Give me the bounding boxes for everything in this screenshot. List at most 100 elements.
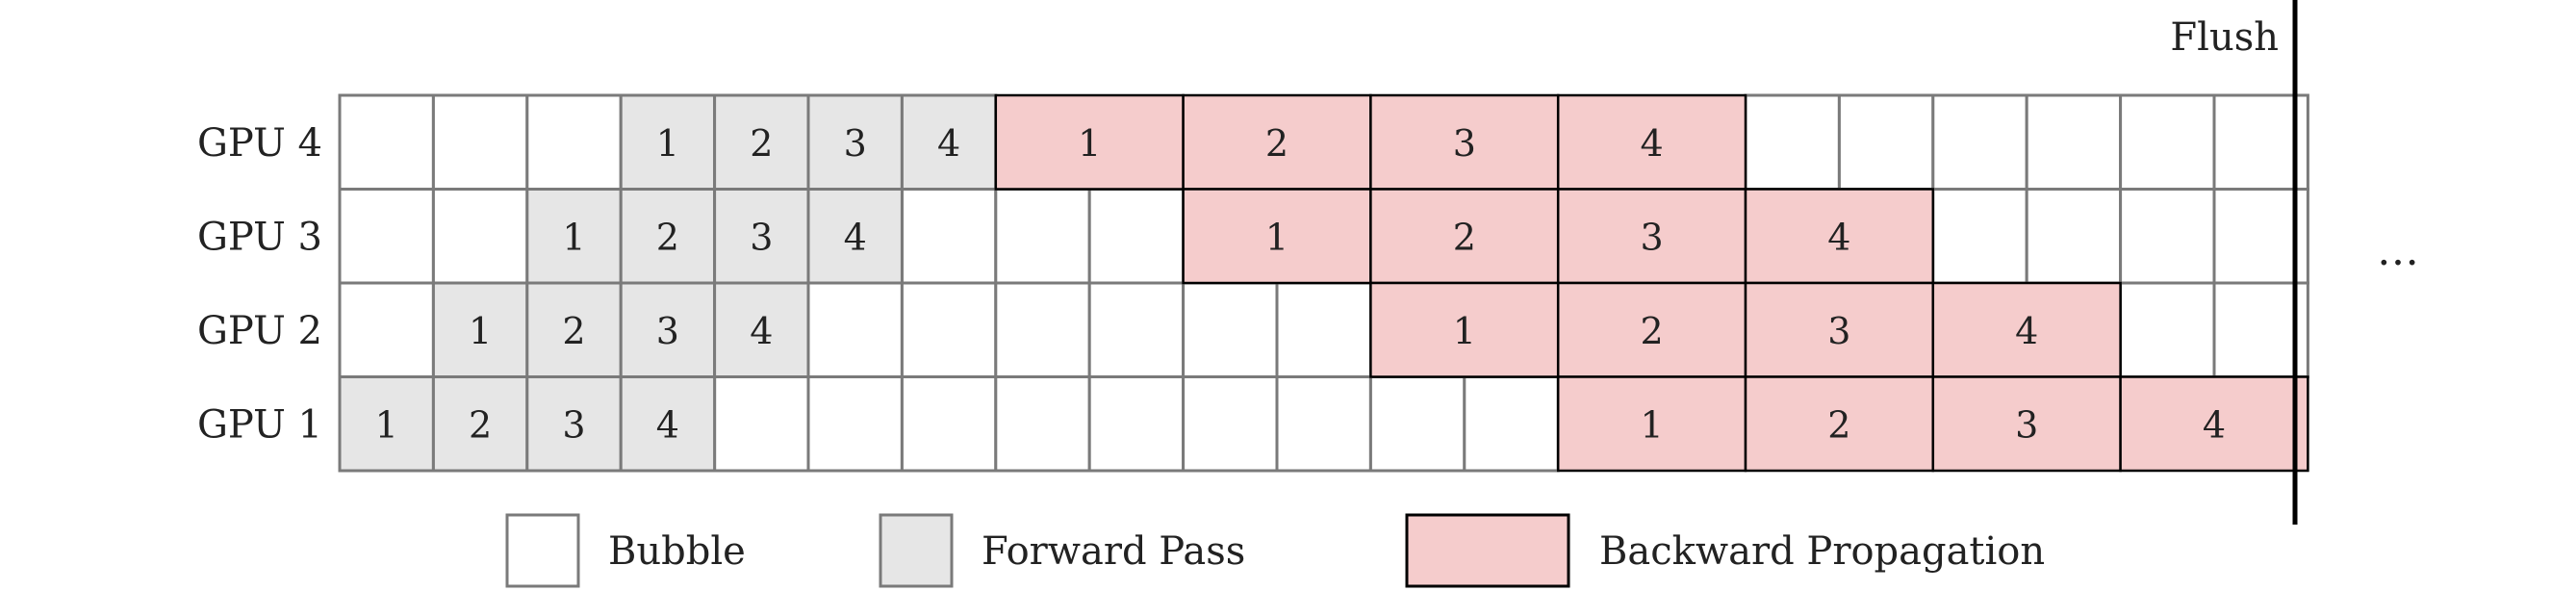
forward-cell — [619, 281, 717, 378]
legend-label-forward: Forward Pass — [982, 529, 1245, 574]
legend-swatch-forward — [879, 513, 954, 588]
bubble-cell — [431, 188, 529, 285]
bubble-cell — [1182, 375, 1279, 473]
legend-label-bubble: Bubble — [608, 529, 746, 574]
forward-cell-label: 2 — [562, 310, 585, 352]
forward-cell-label: 2 — [656, 216, 679, 258]
row-label-gpu-1: GPU 1 — [197, 402, 322, 447]
forward-cell-label: 3 — [562, 403, 585, 446]
flush-label: Flush — [2170, 15, 2279, 60]
bubble-cell — [713, 375, 810, 473]
backward-cell — [1931, 281, 2122, 378]
bubble-cell — [1275, 281, 1372, 378]
backward-cell — [1931, 375, 2122, 473]
backward-cell-label: 1 — [1453, 310, 1476, 352]
forward-cell — [619, 375, 717, 473]
backward-cell-label: 2 — [1641, 310, 1664, 352]
schedule-grid: 1 2 3 4 1 2 3 4 1 2 3 4 1 2 3 4 1 2 3 4 1 2 3 4 1 2 3 4 1 2 3 4 — [338, 93, 2309, 473]
backward-cell-label: 1 — [1265, 216, 1288, 258]
bubble-cell — [2212, 188, 2309, 285]
backward-cell-label: 3 — [1453, 122, 1476, 165]
bubble-cell — [2119, 93, 2216, 191]
forward-cell-label: 1 — [375, 403, 398, 446]
backward-cell-label: 1 — [1078, 122, 1101, 165]
forward-cell-label: 1 — [469, 310, 492, 352]
bubble-cell — [1182, 281, 1279, 378]
backward-cell-label: 2 — [1827, 403, 1850, 446]
bubble-cell — [1837, 93, 1935, 191]
bubble-cell — [1087, 281, 1186, 378]
bubble-cell — [431, 93, 529, 191]
bubble-cell — [1087, 375, 1186, 473]
forward-cell-label: 4 — [937, 122, 960, 165]
bubble-cell — [806, 375, 904, 473]
backward-cell-label: 3 — [2015, 403, 2038, 446]
forward-cell — [619, 188, 717, 285]
forward-cell-label: 2 — [750, 122, 773, 165]
legend-label-backward: Backward Propagation — [1599, 529, 2045, 574]
forward-cell-label: 2 — [469, 403, 492, 446]
backward-cell-label: 2 — [1265, 122, 1288, 165]
backward-cell — [1369, 281, 1560, 378]
backward-cell-label: 4 — [1641, 122, 1664, 165]
legend-swatch-backward — [1405, 513, 1570, 588]
bubble-cell — [806, 281, 904, 378]
forward-cell — [619, 93, 717, 191]
bubble-cell — [1275, 375, 1372, 473]
forward-cell-label: 4 — [656, 403, 679, 446]
row-label-gpu-4: GPU 4 — [197, 121, 322, 166]
bubble-cell — [2119, 188, 2216, 285]
backward-cell-label: 1 — [1641, 403, 1664, 446]
bubble-cell — [994, 375, 1091, 473]
row-label-gpu-3: GPU 3 — [197, 215, 322, 259]
backward-cell — [1744, 188, 1935, 285]
forward-cell — [431, 281, 529, 378]
backward-cell-label: 3 — [1827, 310, 1850, 352]
forward-cell-label: 3 — [750, 216, 773, 258]
bubble-cell — [338, 281, 435, 378]
row-label-gpu-2: GPU 2 — [197, 309, 322, 353]
bubble-cell — [900, 375, 998, 473]
bubble-cell — [338, 188, 435, 285]
forward-cell-label: 4 — [750, 310, 773, 352]
bubble-cell — [994, 281, 1091, 378]
forward-cell-label: 4 — [844, 216, 867, 258]
forward-cell-label: 1 — [562, 216, 585, 258]
backward-cell-label: 3 — [1641, 216, 1664, 258]
forward-cell-label: 1 — [656, 122, 679, 165]
backward-cell — [1369, 93, 1560, 191]
bubble-cell — [1744, 93, 1841, 191]
bubble-cell — [2119, 281, 2216, 378]
bubble-cell — [1931, 188, 2028, 285]
bubble-cell — [338, 93, 435, 191]
forward-cell — [338, 375, 435, 473]
bubble-cell — [525, 93, 623, 191]
backward-cell — [994, 93, 1185, 191]
forward-cell-label: 3 — [844, 122, 867, 165]
legend-swatch-bubble — [505, 513, 580, 588]
bubble-cell — [900, 281, 998, 378]
backward-cell-label: 4 — [2203, 403, 2226, 446]
bubble-cell — [994, 188, 1091, 285]
backward-cell-label: 4 — [1827, 216, 1850, 258]
bubble-cell — [2212, 281, 2309, 378]
backward-cell — [2119, 375, 2309, 473]
bubble-cell — [2212, 93, 2309, 191]
bubble-cell — [1087, 188, 1186, 285]
backward-cell-label: 4 — [2015, 310, 2038, 352]
backward-cell — [1556, 281, 1747, 378]
bubble-cell — [2025, 93, 2123, 191]
backward-cell — [1182, 93, 1372, 191]
backward-cell — [1369, 188, 1560, 285]
forward-cell — [431, 375, 529, 473]
bubble-cell — [1931, 93, 2028, 191]
forward-cell-label: 3 — [656, 310, 679, 352]
bubble-cell — [1463, 375, 1560, 473]
bubble-cell — [900, 188, 998, 285]
bubble-cell — [1368, 375, 1467, 473]
forward-cell — [806, 188, 904, 285]
gpu-row-labels: GPU 4 GPU 3 GPU 2 GPU 1 — [197, 121, 322, 448]
continuation-ellipsis: … — [2377, 226, 2419, 275]
backward-cell-label: 2 — [1453, 216, 1476, 258]
